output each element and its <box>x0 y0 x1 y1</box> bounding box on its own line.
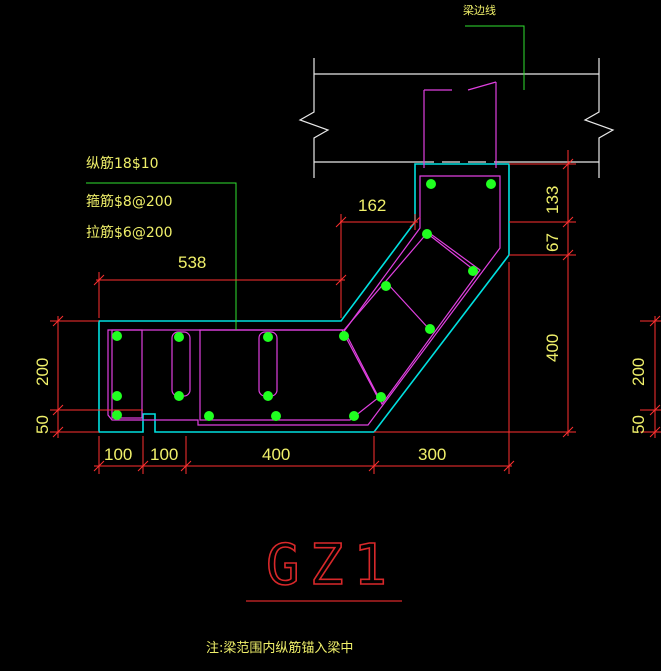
stirrup-note: 箍筋$8@200 <box>86 193 173 210</box>
dim-200-left: 200 <box>33 358 52 386</box>
dim-100-a: 100 <box>104 445 132 464</box>
rebar-dot <box>349 411 359 421</box>
dim-100-b: 100 <box>150 445 178 464</box>
rebar-dot <box>112 391 122 401</box>
rebar-dot <box>381 281 391 291</box>
inner-stirrup-diagonal <box>343 231 481 406</box>
tie-note: 拉筋$6@200 <box>86 224 173 241</box>
dim-162: 162 <box>358 196 386 215</box>
dim-200-right: 200 <box>629 358 648 386</box>
stirrups <box>107 81 501 426</box>
rebar-dot <box>263 332 273 342</box>
dim-50-left: 50 <box>33 415 52 434</box>
dim-67: 67 <box>543 233 562 252</box>
tie-e <box>427 233 475 271</box>
rebar-dot <box>376 392 386 402</box>
tie-a <box>111 329 143 419</box>
rebar-dot <box>422 229 432 239</box>
rebar-dot <box>426 179 436 189</box>
rebar-dot <box>425 324 435 334</box>
footer-note: 注:梁范围内纵筋锚入梁中 <box>206 640 353 656</box>
rebar-dot <box>263 391 273 401</box>
rebar-dot <box>174 391 184 401</box>
rebar-notes-leader <box>86 182 237 330</box>
rebar-dot <box>204 411 214 421</box>
rebar-dot <box>112 331 122 341</box>
outer-stirrup <box>107 175 501 426</box>
inner-stirrup-bottom <box>199 329 379 421</box>
dim-400-right: 400 <box>543 334 562 362</box>
rebar-dot <box>468 266 478 276</box>
dim-133: 133 <box>543 186 562 214</box>
dim-300: 300 <box>418 445 446 464</box>
rebar-dots <box>112 179 496 421</box>
beam-edge-label: 梁边线 <box>463 3 496 17</box>
rebar-dot <box>271 411 281 421</box>
beam-edge-leader <box>465 25 525 90</box>
drawing-title: GZ1 <box>266 533 397 598</box>
beam-outline <box>298 58 615 178</box>
dim-538: 538 <box>178 253 206 272</box>
rebar-dot <box>112 410 122 420</box>
rebar-dot <box>486 179 496 189</box>
dimension-lines <box>50 150 661 474</box>
dim-50-right: 50 <box>629 415 648 434</box>
rebar-dot <box>174 332 184 342</box>
tie-d <box>385 281 431 331</box>
longitudinal-rebar-note: 纵筋18$10 <box>86 155 159 172</box>
rebar-dot <box>339 331 349 341</box>
dim-400-bottom: 400 <box>262 445 290 464</box>
tie-b <box>171 331 191 397</box>
